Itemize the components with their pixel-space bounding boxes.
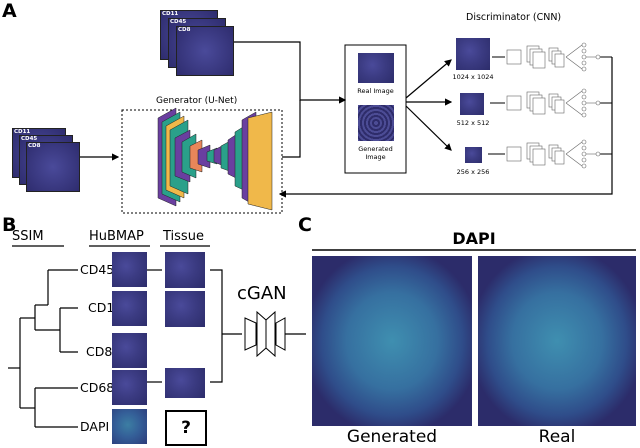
marker-label-cd1: CD1 [88, 300, 115, 315]
cnn-sketch-1 [506, 42, 601, 72]
panel-label-b: B [2, 214, 17, 236]
stack-label-3b: CD8 [28, 143, 41, 149]
stack-label-1b: CD11 [14, 129, 31, 135]
hubmap-tile-dapi [112, 409, 147, 444]
tissue-tile-cd45 [165, 252, 205, 288]
marker-label-cd68: CD68 [80, 380, 115, 395]
stack-label-1: CD11 [162, 11, 179, 17]
unknown-tile: ? [165, 410, 207, 446]
generator-label: Generator (U-Net) [156, 96, 238, 106]
marker-label-cd8: CD8 [86, 344, 113, 359]
generated-caption: Generated [346, 427, 438, 447]
scale-label-1: 1024 x 1024 [452, 73, 494, 81]
scale-label-2: 512 x 512 [456, 119, 490, 127]
tissue-header: Tissue [163, 229, 204, 244]
discriminator-label: Discriminator (CNN) [466, 12, 562, 23]
hubmap-tile-cd8 [112, 333, 147, 368]
generated-dapi-image [312, 256, 472, 426]
marker-label-dapi: DAPI [80, 419, 110, 434]
panel-label-a: A [2, 0, 17, 22]
scale-label-3: 256 x 256 [456, 168, 490, 176]
cgan-label: cGAN [237, 283, 287, 304]
scale-tile-1 [456, 38, 490, 70]
real-dapi-image [478, 256, 636, 426]
hubmap-tile-cd1 [112, 291, 147, 326]
hubmap-header: HuBMAP [89, 229, 144, 244]
hubmap-tile-cd68 [112, 370, 147, 405]
real-caption: Real [538, 427, 576, 447]
hubmap-tile-cd45 [112, 252, 147, 287]
tissue-tile-cd1 [165, 291, 205, 327]
ssim-header: SSIM [12, 229, 44, 244]
real-image-tile [358, 53, 394, 83]
cnn-sketch-3 [506, 139, 601, 169]
stack-label-2b: CD45 [21, 136, 38, 142]
generated-image-label: Generated Image [358, 145, 393, 161]
dapi-title: DAPI [452, 229, 496, 248]
generated-image-tile [358, 105, 394, 141]
marker-label-cd45: CD45 [80, 262, 115, 277]
cnn-sketch-2 [506, 88, 601, 118]
stack-label-3: CD8 [178, 27, 191, 33]
scale-tile-3 [465, 147, 482, 163]
stack-label-2: CD45 [170, 19, 187, 25]
scale-tile-2 [460, 93, 484, 115]
real-image-label: Real Image [357, 87, 394, 95]
tissue-tile-cd68 [165, 368, 205, 398]
panel-label-c: C [298, 214, 312, 236]
